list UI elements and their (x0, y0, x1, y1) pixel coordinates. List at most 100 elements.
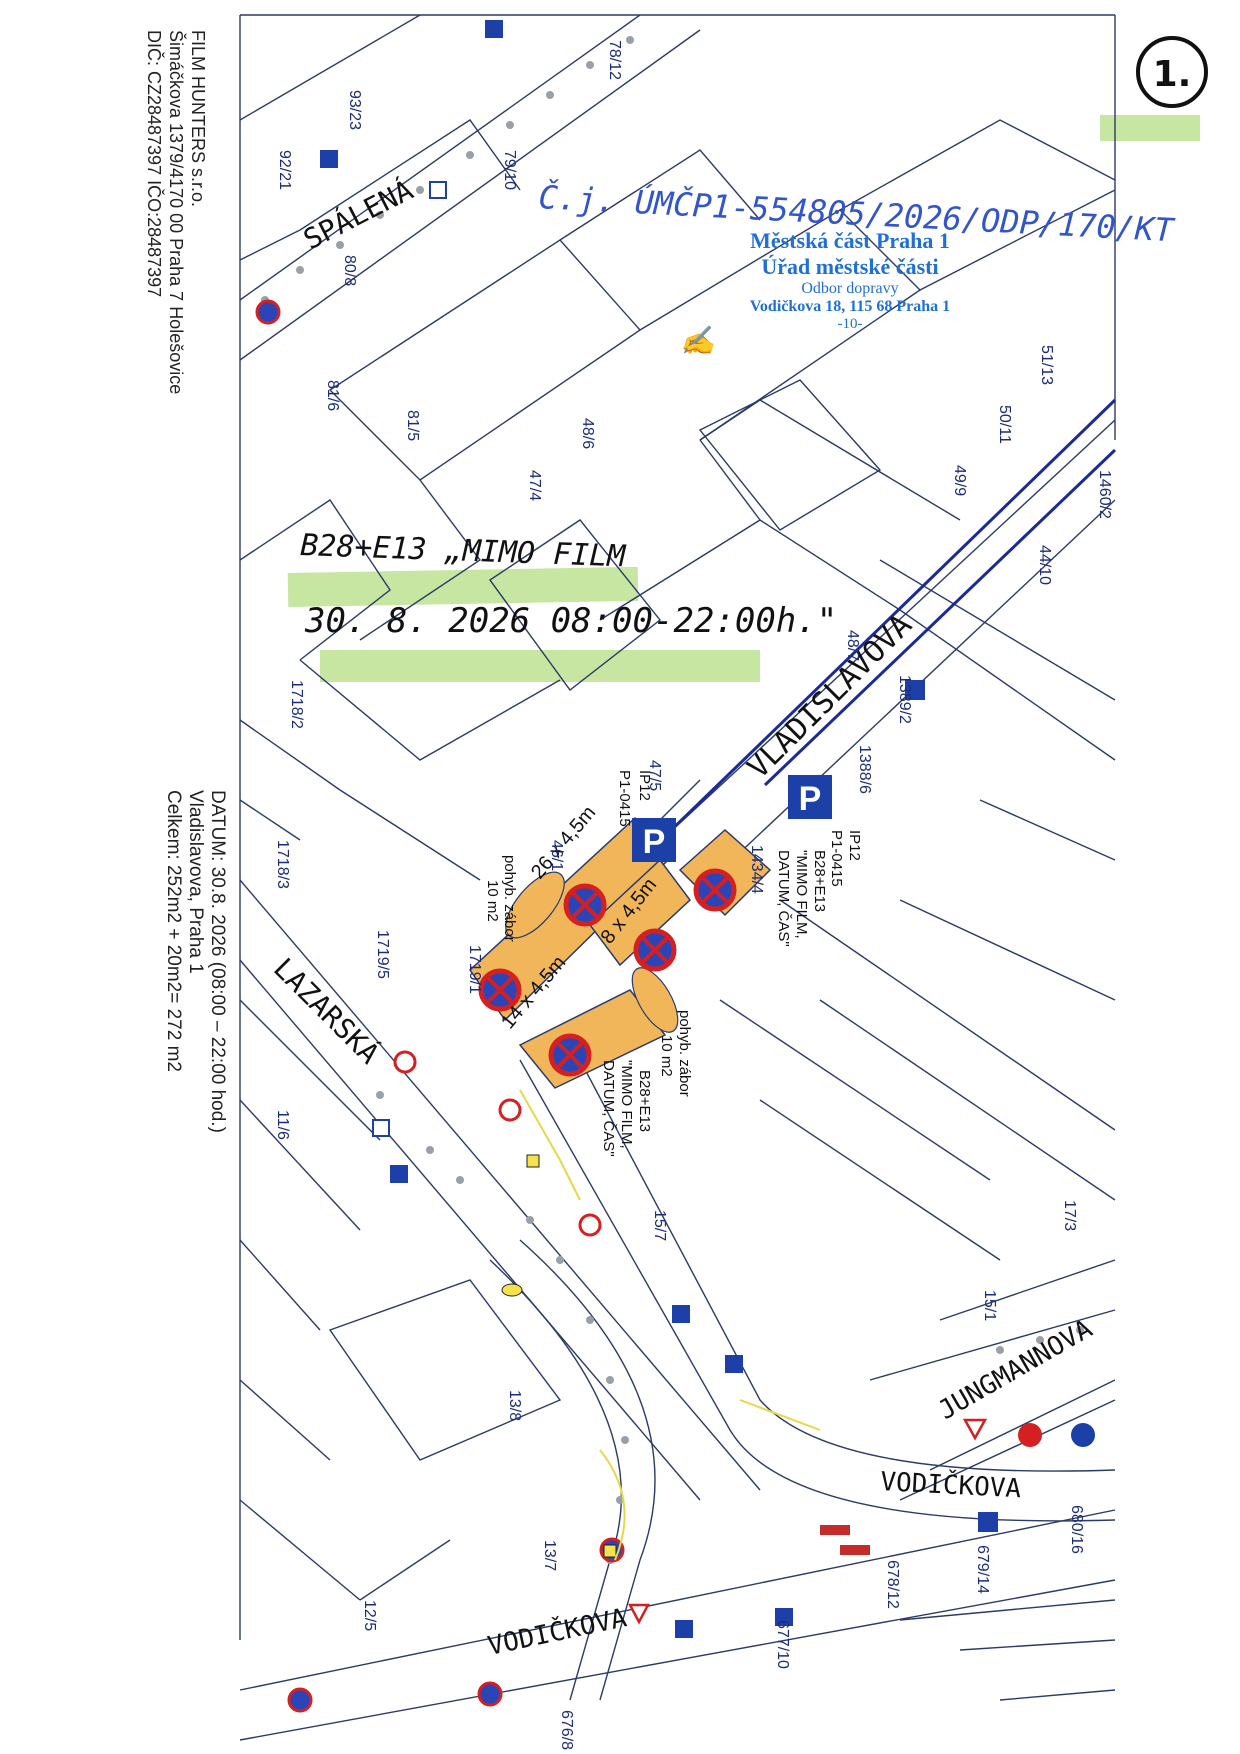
street-spalena: SPÁLENÁ (298, 172, 419, 256)
parcel-number: 78/12 (606, 40, 623, 80)
parcel-number: 79/10 (501, 150, 518, 190)
parcel-number: 44/10 (1036, 545, 1053, 585)
signature-scribble: ✍ (680, 324, 720, 357)
movement-zone-2 (631, 967, 679, 1033)
parking-sign-small (390, 1165, 408, 1183)
stamp-line-2: Úřad městské části (761, 254, 939, 279)
sign-label-code-2: P1-0415 (828, 830, 845, 887)
page-number: 1. (1153, 54, 1192, 95)
parcel-number: 678/12 (884, 1560, 901, 1609)
give-way-sign (962, 1418, 988, 1441)
parcel-number: 1718/2 (288, 680, 305, 729)
sign-label-code-1: P1-0415 (616, 770, 633, 827)
parcel-number: 1719/1 (466, 945, 483, 994)
parcel-number: 679/14 (974, 1545, 991, 1594)
give-way-sign (627, 1603, 651, 1625)
zone-sign-b28-e13: B28+E13 (636, 1070, 653, 1132)
parking-sign-small (320, 150, 338, 168)
parking-sign-small (725, 1355, 743, 1373)
sign-label-mimo-film: "MIMO FILM, (793, 850, 810, 939)
summary-date: DATUM: 30.8. 2026 (08:00 – 22:00 hod.) (207, 790, 228, 1133)
sign-label-datum-cas: DATUM, ČAS" (775, 850, 792, 947)
parcel-number: 47/4 (526, 470, 543, 501)
no-stopping-signs (255, 299, 737, 1713)
parking-sign-small (672, 1305, 690, 1323)
info-sign (429, 181, 447, 199)
priority-sign (526, 1154, 540, 1168)
no-stopping-sign (255, 299, 281, 325)
parcel-number: 48/6 (579, 418, 596, 449)
info-sign (372, 1119, 390, 1137)
company-name: FILM HUNTERS s.r.o. (188, 30, 208, 208)
no-stopping-sign (693, 868, 737, 912)
highlight-top-right (1100, 115, 1200, 141)
parcel-number: 81/6 (324, 380, 341, 411)
parking-sign-small (485, 20, 503, 38)
parking-sign-large-2 (788, 775, 832, 819)
office-stamp: Městská část Praha 1 Úřad městské části … (730, 228, 970, 333)
parking-sign-small (775, 1608, 793, 1626)
yellow-route (599, 1449, 626, 1561)
parking-sign-small (905, 680, 925, 700)
parcel-number: 13/7 (541, 1540, 558, 1571)
parcel-number: 11/6 (274, 1110, 291, 1140)
parking-sign-small (675, 1620, 693, 1638)
svg-text:P: P (643, 823, 666, 861)
no-stopping-sign (477, 1681, 503, 1707)
parcel-number: 13/8 (506, 1390, 523, 1421)
pohyb-zabor-label-2: pohyb. zábor (676, 1010, 693, 1097)
no-entry-sign (1018, 1423, 1042, 1447)
parcel-number: 1389/2 (896, 675, 913, 724)
no-stopping-sign (548, 1033, 592, 1077)
highlight-note-lower (320, 650, 760, 682)
parcel-number: 50/11 (996, 405, 1013, 444)
street-vodickova-2: VODIČKOVA (485, 1601, 630, 1662)
movement-zone-1 (505, 871, 565, 939)
zone-sign-mimo-film: "MIMO FILM, (618, 1060, 635, 1149)
stamp-line-3: Odbor dopravy (801, 280, 899, 297)
no-stopping-sign (633, 928, 677, 972)
parcel-number: 92/21 (276, 150, 293, 190)
parking-sign-small (978, 1512, 998, 1532)
pohyb-zabor-area-1: 10 m2 (484, 880, 501, 922)
sign-label-b28-e13: B28+E13 (811, 850, 828, 912)
sign-label-ip12-1: IP12 (636, 770, 653, 801)
parcel-number: 1434/4 (748, 845, 765, 894)
parcel-number: 15/7 (651, 1210, 668, 1241)
map-linework (239, 14, 1116, 1741)
zone-b (588, 858, 692, 967)
parcel-number: 1460/2 (1096, 470, 1113, 519)
no-entry-sign (498, 1098, 522, 1122)
handwritten-note-2: 30. 8. 2026 08:00-22:00h." (304, 601, 837, 641)
street-vodickova-1: VODIČKOVA (880, 1465, 1023, 1504)
no-stopping-sign (563, 883, 607, 927)
handwritten-note-1: B28+E13 „MIMO FILM (300, 528, 627, 574)
roundabout-sign (1071, 1423, 1095, 1447)
zone-sign-datum-cas: DATUM, ČAS" (600, 1060, 617, 1157)
parcel-number: 47/5 (646, 760, 663, 791)
lamp-sign (501, 1283, 523, 1297)
parking-sign-large-1 (632, 818, 676, 862)
summary-place: Vladislavova, Praha 1 (185, 790, 206, 974)
parcel-number: 81/5 (404, 410, 421, 441)
bar-sign (820, 1525, 850, 1535)
sign-label-ip12-2: IP12 (846, 830, 863, 861)
no-stopping-sign (287, 1687, 313, 1713)
parcel-number: 80/8 (341, 255, 358, 286)
company-ids: DIČ: CZ28487397 IČO:28487397 (144, 30, 164, 298)
street-jungmannova: JUNGMANNOVA (934, 1314, 1098, 1426)
highlight-note-upper (287, 566, 639, 607)
pohyb-zabor-label-1: pohyb. zábor (501, 855, 518, 942)
parcel-number: 1719/5 (374, 930, 391, 979)
svg-text:P: P (799, 780, 822, 818)
parcel-number: 676/8 (558, 1710, 575, 1750)
parcel-number: 17/3 (1061, 1200, 1078, 1231)
no-entry-sign (578, 1213, 602, 1237)
parcel-number: 680/16 (1068, 1505, 1085, 1554)
parcel-number: 49/9 (951, 465, 968, 496)
parcel-number: 93/23 (346, 90, 363, 130)
pohyb-zabor-area-2: 10 m2 (658, 1035, 675, 1077)
page-number-circle (1136, 36, 1208, 108)
stamp-line-1: Městská část Praha 1 (750, 228, 950, 253)
